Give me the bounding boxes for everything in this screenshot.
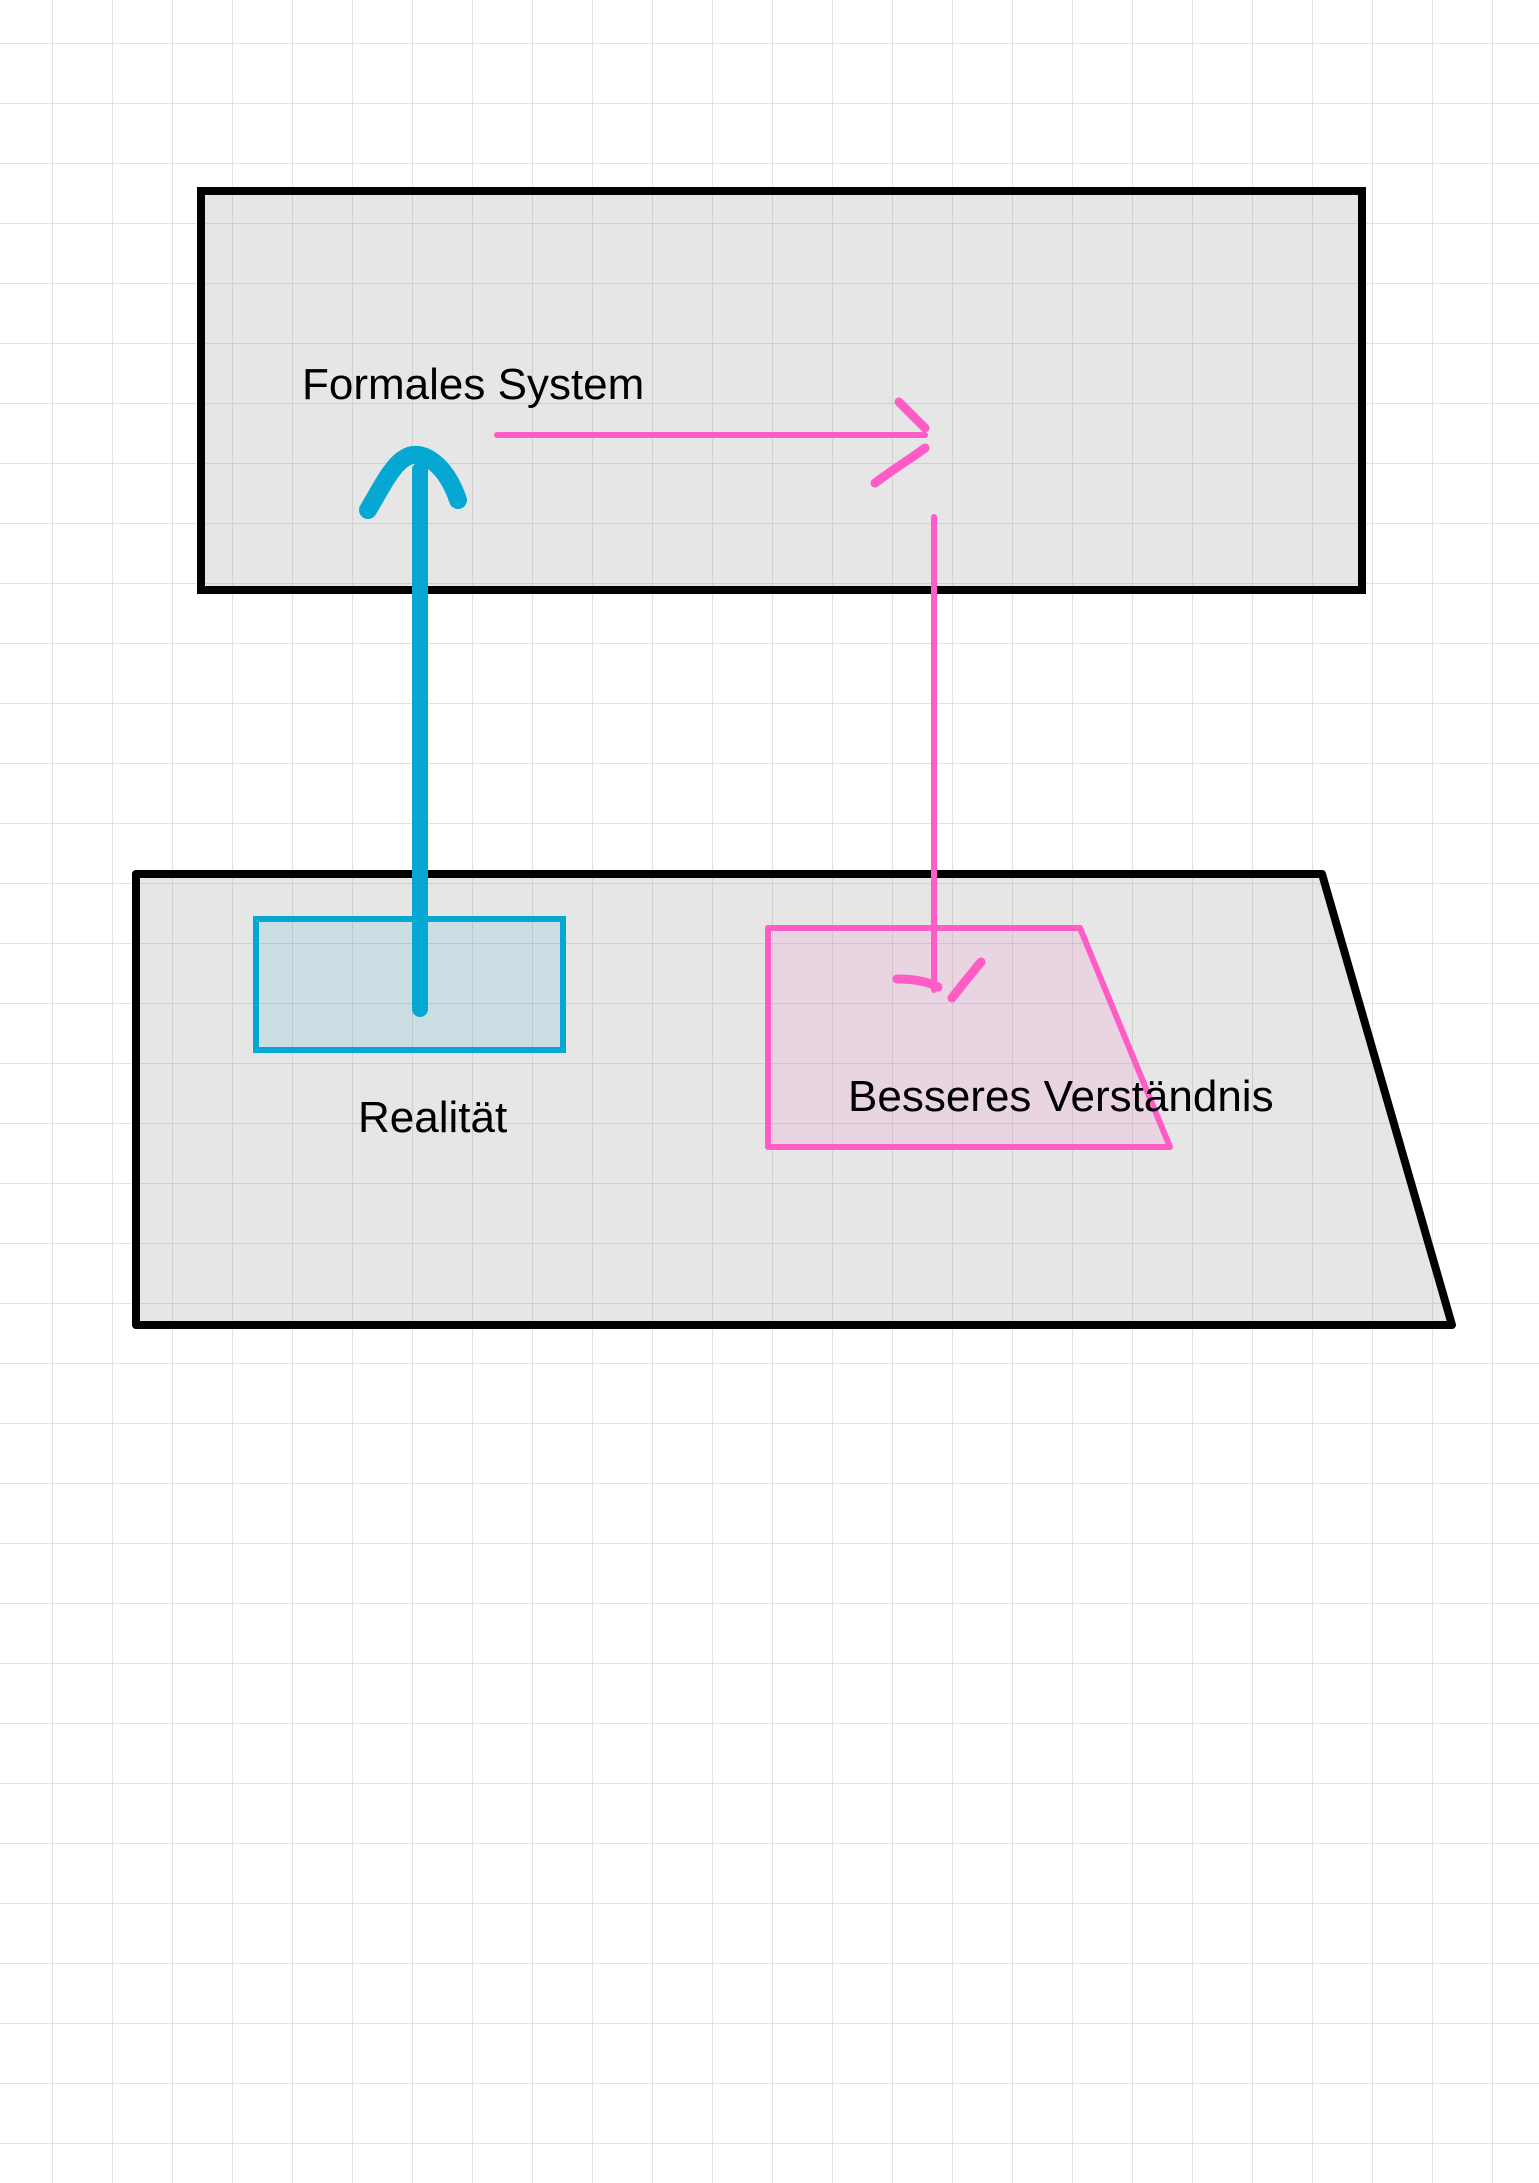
reality-level-panel: [132, 870, 1456, 1329]
abstraction-arrow: [359, 445, 467, 1017]
derivation-arrow-head: [870, 397, 930, 488]
formal-system-panel: [197, 187, 1366, 594]
understanding-box: [765, 925, 1173, 1150]
interpretation-arrow-head: [892, 957, 986, 1003]
reality-box: [253, 916, 566, 1053]
derivation-arrow: [494, 397, 930, 488]
interpretation-arrow: [892, 514, 986, 1003]
abstraction-arrow-head: [359, 445, 467, 519]
understanding-label: Besseres Verständnis: [848, 1072, 1274, 1121]
formal-system-label: Formales System: [302, 360, 644, 409]
reality-label: Realität: [358, 1093, 507, 1142]
